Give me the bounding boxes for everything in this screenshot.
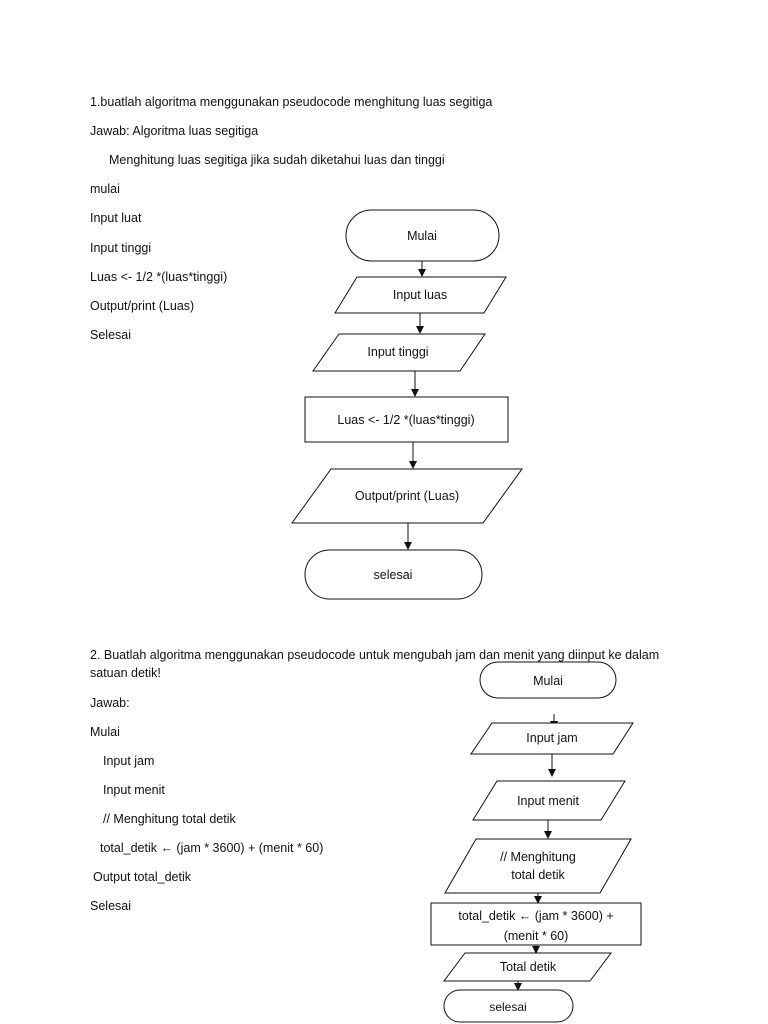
input-tinggi-label: Input tinggi — [367, 345, 428, 359]
start-terminator — [479, 661, 617, 699]
input-menit-parallelogram — [472, 780, 626, 821]
input-luas-parallelogram — [334, 276, 507, 314]
input-jam-parallelogram — [470, 722, 634, 755]
question-2: 2. Buatlah algoritma menggunakan pseudoc… — [90, 648, 660, 680]
output-parallelogram — [291, 468, 523, 524]
pseudocode-2-step: Selesai — [90, 899, 131, 913]
pseudocode-1-step: Selesai — [90, 328, 131, 342]
process-label-line1: total_detik ← (jam * 3600) + — [458, 909, 613, 923]
end-label: selesai — [489, 1000, 526, 1014]
comment-label-line1: // Menghitung — [500, 850, 576, 864]
input-menit-label: Input menit — [517, 794, 579, 808]
input-tinggi-parallelogram — [312, 333, 486, 372]
output-label: Total detik — [500, 960, 557, 974]
output-parallelogram — [443, 952, 612, 982]
process-rectangle — [304, 396, 509, 443]
pseudocode-1-step: Input tinggi — [90, 241, 152, 255]
pseudocode-2-step: // Menghitung total detik — [103, 812, 236, 826]
pseudocode-1-step: Input luat — [90, 211, 142, 225]
process-rectangle — [430, 902, 642, 946]
process-label-line2: (menit * 60) — [504, 929, 569, 943]
pseudocode-2-step: total_detik ← (jam * 3600) + (menit * 60… — [100, 841, 324, 855]
pseudocode-1-step: mulai — [90, 182, 120, 196]
pseudocode-2-step: Output total_detik — [93, 870, 191, 884]
input-luas-label: Input luas — [393, 288, 447, 302]
pseudocode-2-step: Input menit — [103, 783, 165, 797]
question-1: 1.buatlah algoritma menggunakan pseudoco… — [90, 95, 493, 109]
pseudocode-2-step: Mulai — [90, 725, 120, 739]
input-jam-label: Input jam — [526, 731, 577, 745]
pseudocode-1-step: Luas <- 1/2 *(luas*tinggi) — [90, 270, 228, 284]
end-terminator — [304, 549, 483, 600]
answer-1-title: Jawab: Algoritma luas segitiga — [90, 124, 259, 138]
end-terminator — [443, 989, 574, 1023]
start-label: Mulai — [407, 229, 437, 243]
answer-2-title: Jawab: — [90, 696, 130, 710]
comment-label-line2: total detik — [511, 868, 565, 882]
output-label: Output/print (Luas) — [355, 489, 459, 503]
end-label: selesai — [374, 568, 413, 582]
comment-parallelogram — [444, 838, 632, 894]
flowchart-2: Mulai Input jam Input menit // Menghitun… — [430, 661, 642, 1023]
process-label: Luas <- 1/2 *(luas*tinggi) — [337, 413, 474, 427]
answer-1-description: Menghitung luas segitiga jika sudah dike… — [109, 153, 445, 167]
flowchart-1: Mulai Input luas Input tinggi Luas <- 1/… — [291, 209, 523, 600]
start-label: Mulai — [533, 674, 563, 688]
pseudocode-1-step: Output/print (Luas) — [90, 299, 195, 313]
pseudocode-2-step: Input jam — [103, 754, 155, 768]
